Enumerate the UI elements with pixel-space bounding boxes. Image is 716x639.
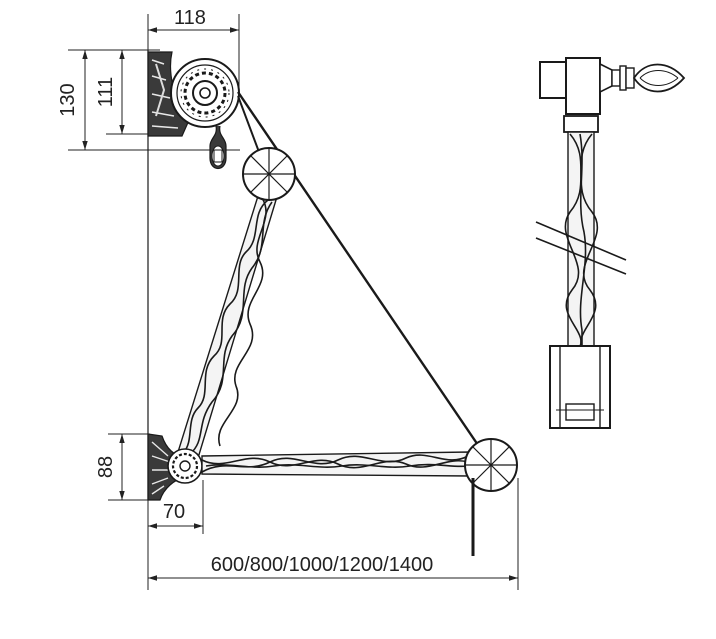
- dim-label-88: 88: [95, 456, 117, 478]
- end-wheel: [464, 438, 518, 492]
- dimension-bottom-height: 88: [95, 433, 150, 501]
- horizontal-twisted-rod: [201, 451, 471, 477]
- dim-label-118: 118: [174, 7, 206, 29]
- upper-wheel: [242, 147, 296, 201]
- dimension-top-width: 118: [147, 7, 240, 90]
- dimension-height-inner: 111: [95, 50, 150, 135]
- dim-label-length: 600/800/1000/1200/1400: [211, 554, 433, 576]
- tension-cable-short: [237, 95, 263, 161]
- dim-label-70: 70: [163, 501, 185, 523]
- dim-label-130: 130: [57, 83, 79, 116]
- tension-cable: [237, 91, 481, 449]
- diagonal-twisted-rod: [177, 195, 277, 459]
- dim-label-111: 111: [95, 77, 117, 107]
- dimension-length: 600/800/1000/1200/1400: [148, 478, 519, 590]
- side-detail-view: [535, 57, 686, 429]
- bottom-wall-bracket: [147, 433, 203, 501]
- hook-ring: [209, 125, 227, 170]
- top-wall-bracket: [147, 51, 240, 137]
